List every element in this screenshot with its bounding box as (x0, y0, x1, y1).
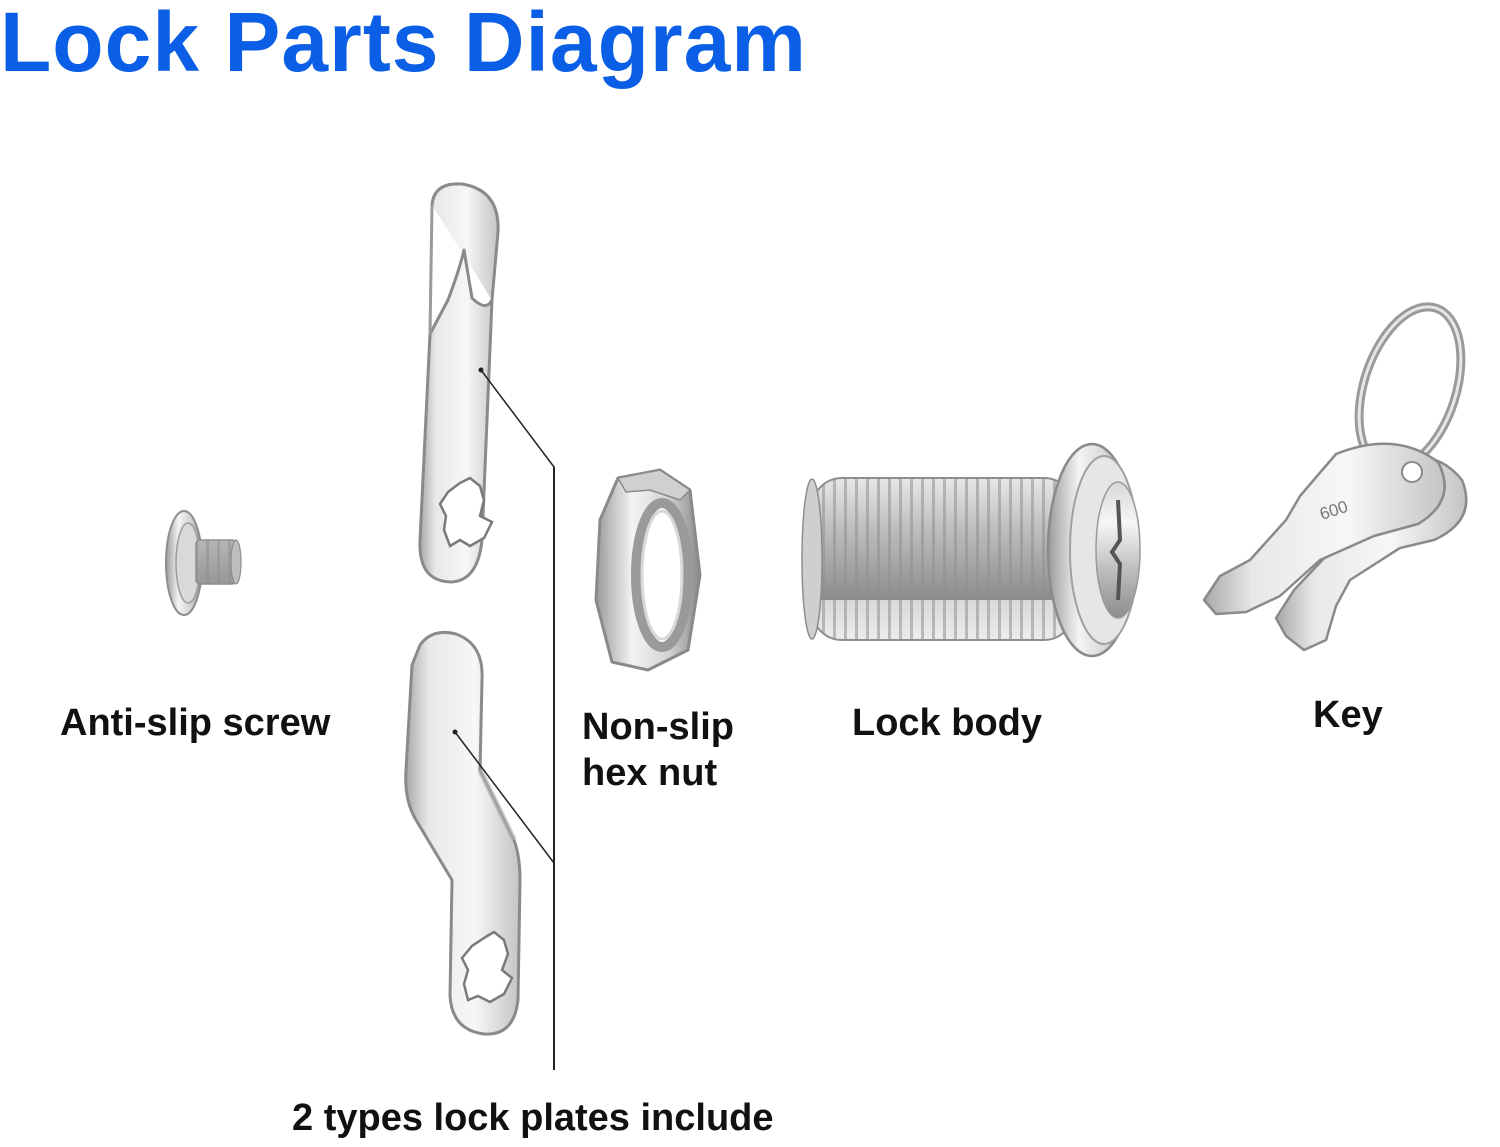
lock-plate-upper-image (418, 182, 500, 584)
anti-slip-screw-label: Anti-slip screw (60, 702, 331, 744)
plates-leader-lines (452, 367, 555, 1070)
key-image: 600 (1202, 302, 1468, 652)
hex-nut-label-line1: Non-slip (582, 706, 734, 748)
hex-nut-label: Non-slip hex nut (582, 704, 734, 796)
lock-plate-lower-image (404, 630, 522, 1036)
page-title: Lock Parts Diagram (0, 0, 807, 89)
screw-image (165, 510, 242, 616)
key-label: Key (1313, 694, 1383, 736)
lock-body-label: Lock body (852, 702, 1043, 744)
lock-plates-label: 2 types lock plates include (292, 1097, 774, 1139)
hex-nut-label-line2: hex nut (582, 752, 718, 794)
lock-body-image (801, 442, 1141, 658)
hex-nut-image (594, 468, 702, 672)
